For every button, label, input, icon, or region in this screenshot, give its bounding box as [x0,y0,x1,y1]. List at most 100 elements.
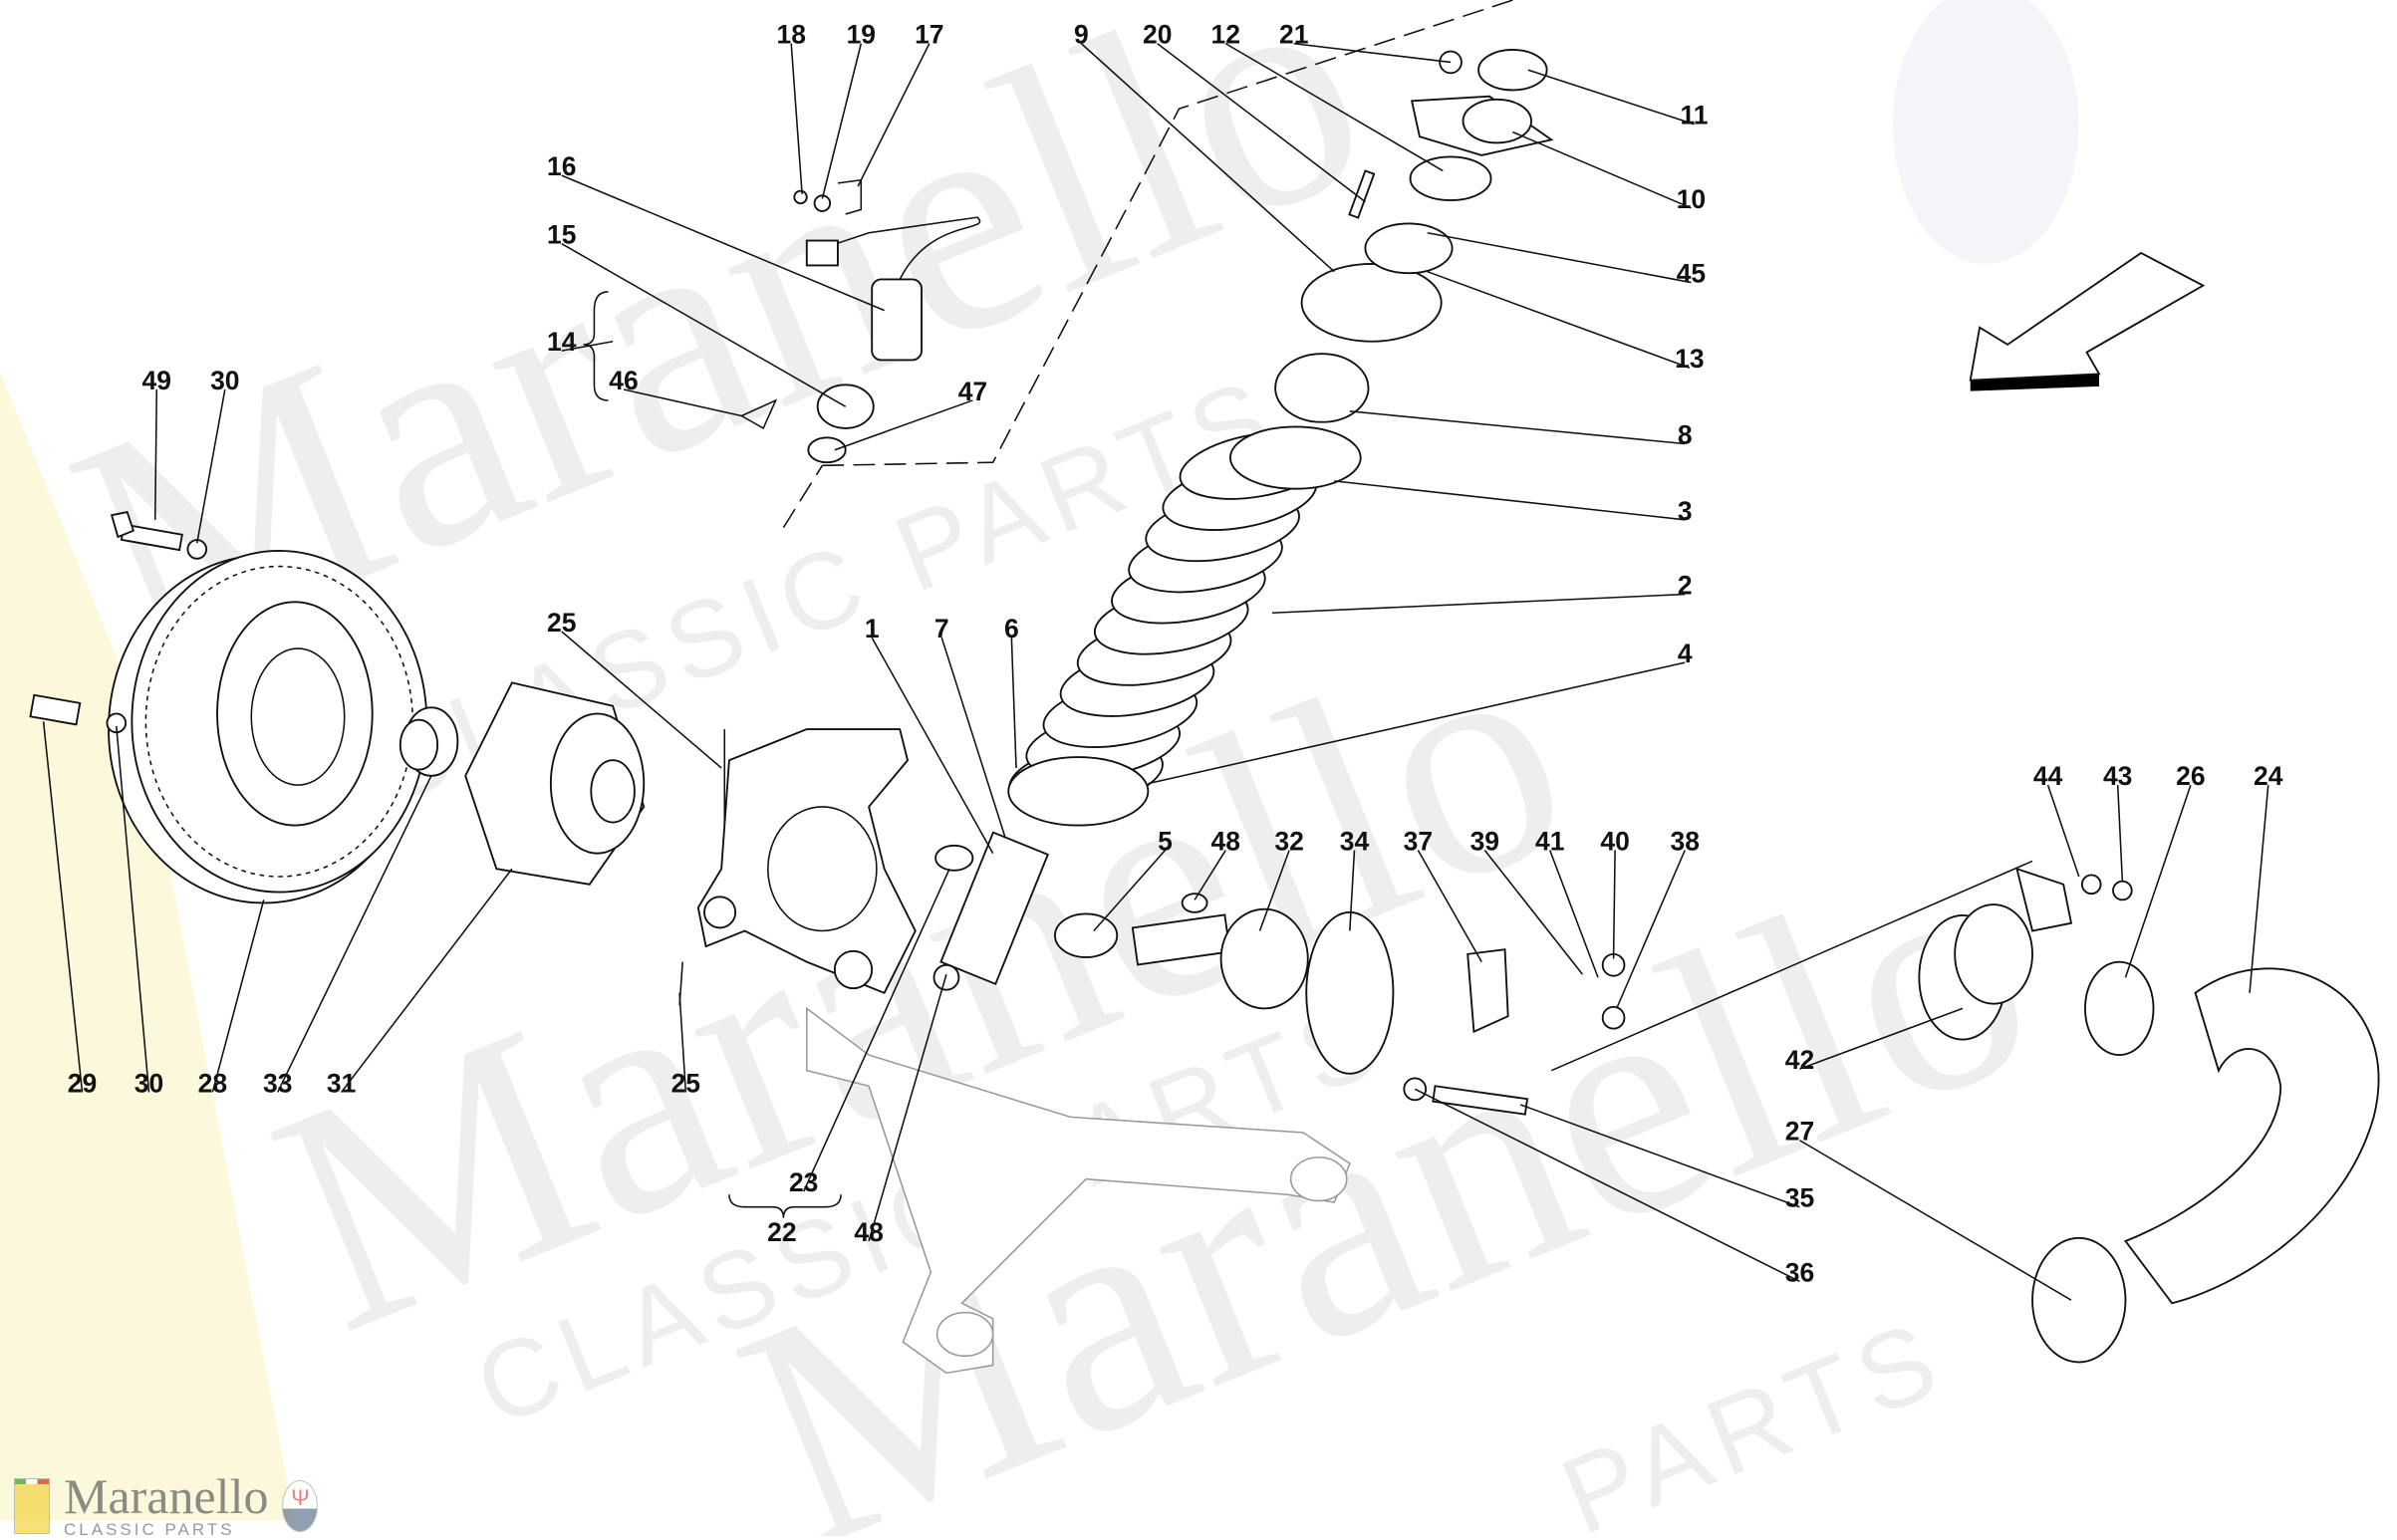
part-label-8[interactable]: 8 [1678,420,1693,450]
part-label-4[interactable]: 4 [1678,639,1693,668]
leader-line [1148,661,1686,785]
leader-line [1799,1140,2072,1301]
part-label-10[interactable]: 10 [1677,184,1706,214]
part-label-12[interactable]: 12 [1211,20,1240,50]
part-label-13[interactable]: 13 [1675,344,1704,374]
leader-line [1334,480,1686,521]
part-label-33[interactable]: 33 [263,1068,292,1098]
part-label-6[interactable]: 6 [1004,614,1019,643]
leader-line [277,775,432,1093]
part-label-48[interactable]: 48 [1211,827,1240,857]
part-label-2[interactable]: 2 [1678,571,1693,601]
part-label-11[interactable]: 11 [1681,101,1709,130]
part-label-14[interactable]: 14 [547,327,577,357]
leader-line [2046,784,2080,878]
leader-line [561,242,847,407]
disc-bolts [29,510,208,734]
watermark-parts: PARTS [1546,1296,1962,1536]
part-label-49[interactable]: 49 [142,366,171,395]
part-label-17[interactable]: 17 [915,20,943,50]
part-label-15[interactable]: 15 [547,220,576,250]
part-label-46[interactable]: 46 [609,366,638,395]
part-label-16[interactable]: 16 [547,151,576,181]
shock-absorber [939,353,1370,986]
part-label-9[interactable]: 9 [1074,20,1089,50]
part-label-30[interactable]: 30 [210,366,239,395]
part-label-31[interactable]: 31 [327,1068,356,1098]
leader-line [1414,1088,1800,1283]
part-label-40[interactable]: 40 [1600,827,1629,857]
part-label-25[interactable]: 25 [671,1068,700,1098]
leader-line [1224,43,1444,172]
air-duct [1918,867,2380,1364]
part-label-29[interactable]: 29 [68,1068,97,1098]
part-label-30[interactable]: 30 [134,1068,163,1098]
logo-brand: Maranello [64,1468,269,1524]
leader-line [1271,593,1686,615]
part-label-22[interactable]: 22 [767,1217,796,1247]
hub-carrier-upright [678,728,917,1006]
part-label-5[interactable]: 5 [1158,827,1173,857]
leader-line [2249,785,2269,993]
leader-line [42,721,84,1093]
part-label-35[interactable]: 35 [1785,1183,1814,1213]
part-label-38[interactable]: 38 [1670,827,1699,857]
leader-line [1417,850,1482,963]
part-label-21[interactable]: 21 [1279,20,1308,50]
part-label-48[interactable]: 48 [854,1217,883,1247]
part-label-34[interactable]: 34 [1340,827,1370,857]
part-label-45[interactable]: 45 [1677,259,1706,289]
leader-line [790,43,803,194]
leader-line [1612,850,1616,959]
leader-line [678,992,687,1093]
leader-line [1010,638,1017,769]
part-label-41[interactable]: 41 [1535,827,1564,857]
part-label-37[interactable]: 37 [1404,827,1433,857]
leader-line [211,899,265,1093]
leader-line [821,43,863,199]
leader-line [1483,850,1584,975]
brake-disc [108,550,428,904]
part-label-36[interactable]: 36 [1785,1257,1814,1287]
part-label-47[interactable]: 47 [958,377,987,406]
part-label-32[interactable]: 32 [1274,827,1303,857]
part-label-18[interactable]: 18 [776,20,805,50]
leader-line [1799,1007,1964,1070]
leader-line [1519,1104,1800,1208]
part-label-19[interactable]: 19 [847,20,876,50]
leader-line [1512,130,1692,209]
part-label-3[interactable]: 3 [1678,496,1693,526]
leader-line [871,637,994,855]
ferrari-shield-icon [14,1478,50,1534]
leader-line [561,340,614,352]
part-label-20[interactable]: 20 [1143,20,1172,50]
part-label-7[interactable]: 7 [934,614,949,643]
leader-line [1157,43,1366,203]
part-label-24[interactable]: 24 [2254,761,2283,791]
part-label-25[interactable]: 25 [547,608,576,638]
axle-and-tone-ring [932,844,1626,1116]
leader-line [1080,43,1335,273]
part-label-44[interactable]: 44 [2033,761,2063,791]
leader-line [1427,270,1691,369]
maserati-trident-icon: Ψ [282,1480,319,1532]
leader-line [2116,785,2124,882]
part-label-42[interactable]: 42 [1785,1045,1814,1075]
part-label-23[interactable]: 23 [789,1167,818,1197]
part-label-39[interactable]: 39 [1470,827,1499,857]
leader-line [1527,69,1695,126]
leader-line [940,637,1006,839]
leader-line [802,868,950,1192]
leader-line [2124,784,2192,978]
leader-line [1194,850,1226,900]
leader-line [153,389,158,520]
part-label-27[interactable]: 27 [1785,1117,1814,1147]
part-label-28[interactable]: 28 [198,1068,227,1098]
part-label-26[interactable]: 26 [2176,761,2205,791]
front-direction-arrow [1969,251,2206,391]
part-label-43[interactable]: 43 [2103,761,2132,791]
leader-line [1427,231,1692,284]
part-label-1[interactable]: 1 [865,614,880,643]
leader-line [834,399,973,451]
leader-line [340,868,513,1093]
